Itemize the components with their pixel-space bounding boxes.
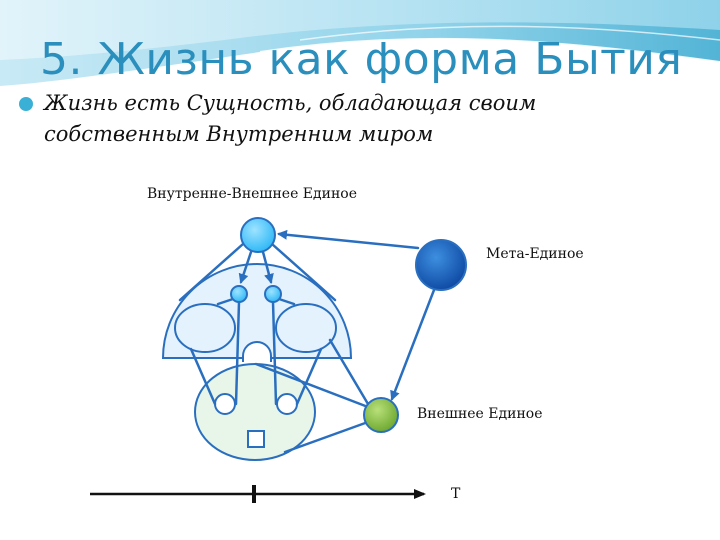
arrow-meta-to-outer	[390, 288, 436, 401]
arrow-top-to-right-node	[261, 250, 274, 284]
line-left-node-down	[234, 300, 241, 406]
line-right-eye-to-body	[295, 347, 323, 406]
line-outer-to-body-bottom	[283, 420, 370, 454]
line-left-eye-to-body	[189, 347, 217, 406]
left-eye-oval	[174, 303, 236, 353]
arrow-top-to-left-node	[238, 250, 253, 284]
arrow-meta-to-inner-outer	[277, 229, 420, 250]
body-square	[247, 430, 265, 448]
right-body-circle	[276, 393, 298, 415]
left-body-circle	[214, 393, 236, 415]
right-eye-oval	[275, 303, 337, 353]
label-outer: Внешнее Единое	[417, 406, 543, 422]
label-meta: Мета-Единое	[486, 246, 584, 262]
line-right-node-down	[271, 300, 278, 406]
line-top-to-dome-right	[270, 242, 337, 302]
line-right-eye-to-outer	[328, 338, 370, 406]
line-outer-to-body-top	[254, 362, 370, 409]
inner-left-node	[230, 285, 248, 303]
outer-node	[363, 397, 399, 433]
dome-arch	[242, 341, 272, 362]
bullet-text: Жизнь есть Сущность, обладающая своим со…	[44, 91, 537, 146]
label-inner-outer: Внутренне-Внешнее Единое	[147, 186, 357, 202]
line-top-to-dome-left	[178, 242, 245, 302]
line-left-node-to-eye	[216, 297, 235, 306]
inner-outer-node	[240, 217, 276, 253]
slide-title: 5. Жизнь как форма Бытия	[40, 34, 683, 85]
inner-right-node	[264, 285, 282, 303]
label-time-axis: T	[451, 486, 461, 502]
line-right-node-to-eye	[277, 297, 296, 306]
bullet-marker-icon	[19, 97, 33, 111]
meta-node	[415, 239, 467, 291]
